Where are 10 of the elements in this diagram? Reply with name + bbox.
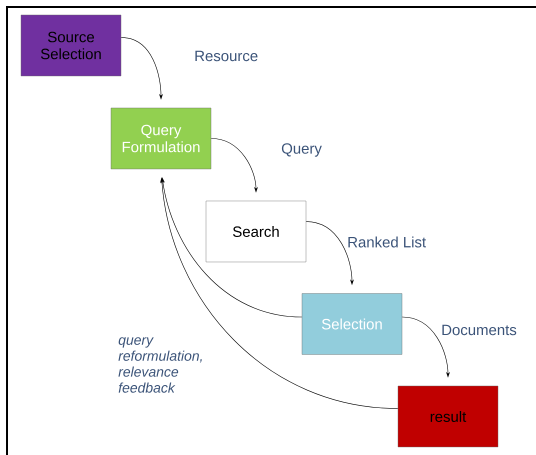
edge-label: query reformulation, relevance feedback <box>118 337 202 393</box>
process-box: Selection <box>302 293 402 355</box>
edge-label: Query <box>282 143 322 157</box>
edge-label: Documents <box>442 324 516 336</box>
process-box: Search <box>206 200 306 262</box>
process-box: result <box>398 386 498 448</box>
edge-label: Resource <box>195 50 258 62</box>
process-box: Source Selection <box>20 14 122 76</box>
edge-label: Ranked List <box>348 236 426 248</box>
process-box: Query Formulation <box>110 108 212 170</box>
